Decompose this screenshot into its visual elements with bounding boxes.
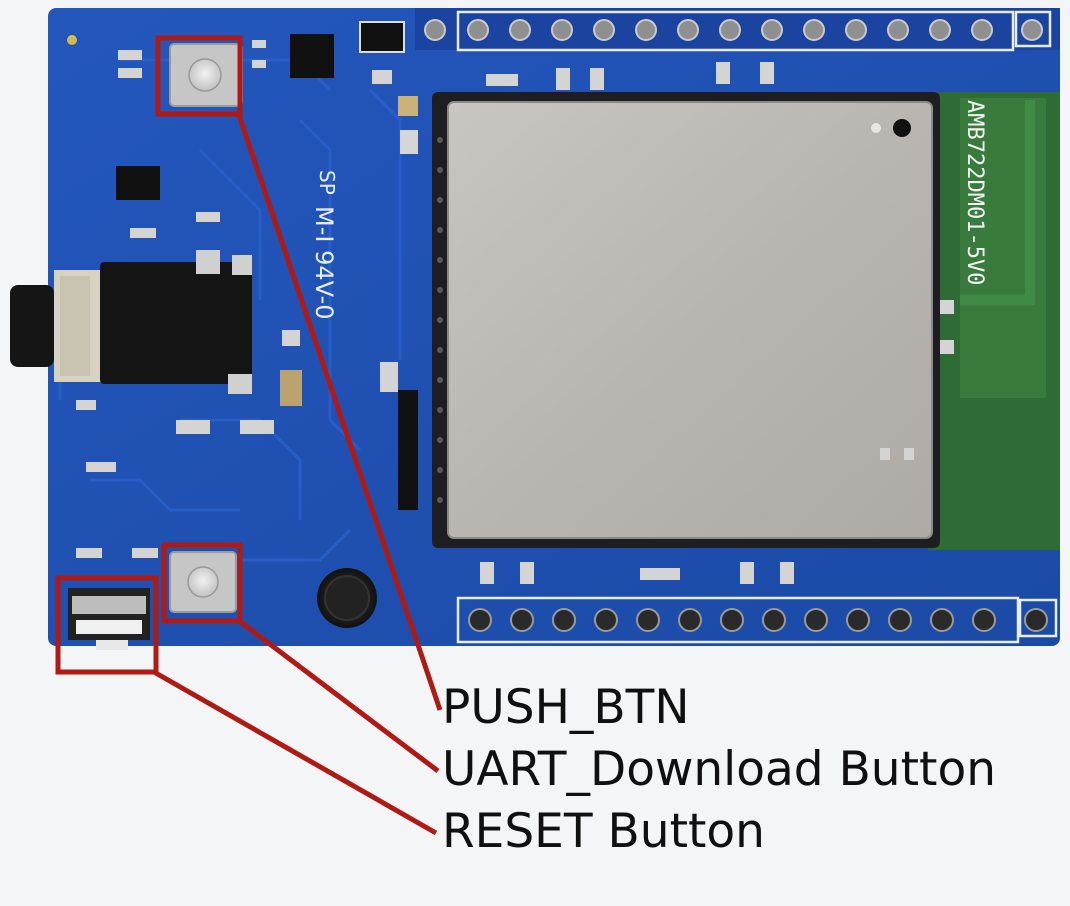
- uart-download-button[interactable]: [169, 551, 237, 613]
- callout-box-reset: [55, 575, 159, 675]
- smd-chips: [116, 21, 405, 200]
- smd-passives: [76, 40, 954, 584]
- reset-switch[interactable]: [68, 588, 150, 650]
- callout-lines: [152, 111, 443, 836]
- header-top: [415, 8, 1060, 52]
- callout-box-uart: [161, 542, 243, 624]
- callout-boxes: [55, 35, 243, 675]
- callout-box-push-btn: [155, 35, 243, 117]
- audio-jack: [10, 250, 252, 394]
- label-push-btn: PUSH_BTN: [442, 680, 690, 735]
- fr4-silkscreen: M-I 94V-0: [310, 206, 338, 320]
- wifi-module-shield: [432, 92, 940, 548]
- microphone: [317, 568, 377, 628]
- push-button-sw2[interactable]: [169, 43, 243, 107]
- module-silkscreen: AMB722DM01-5V0: [962, 100, 987, 285]
- leader-uart: [236, 618, 440, 773]
- logo-silkscreen: SP: [315, 170, 339, 195]
- label-reset-button: RESET Button: [442, 804, 765, 859]
- label-uart-download-button: UART_Download Button: [442, 742, 996, 797]
- fiducial-dot: [67, 35, 77, 45]
- leader-reset: [152, 669, 438, 836]
- header-bottom: [456, 596, 1058, 644]
- leader-push-btn: [235, 111, 443, 711]
